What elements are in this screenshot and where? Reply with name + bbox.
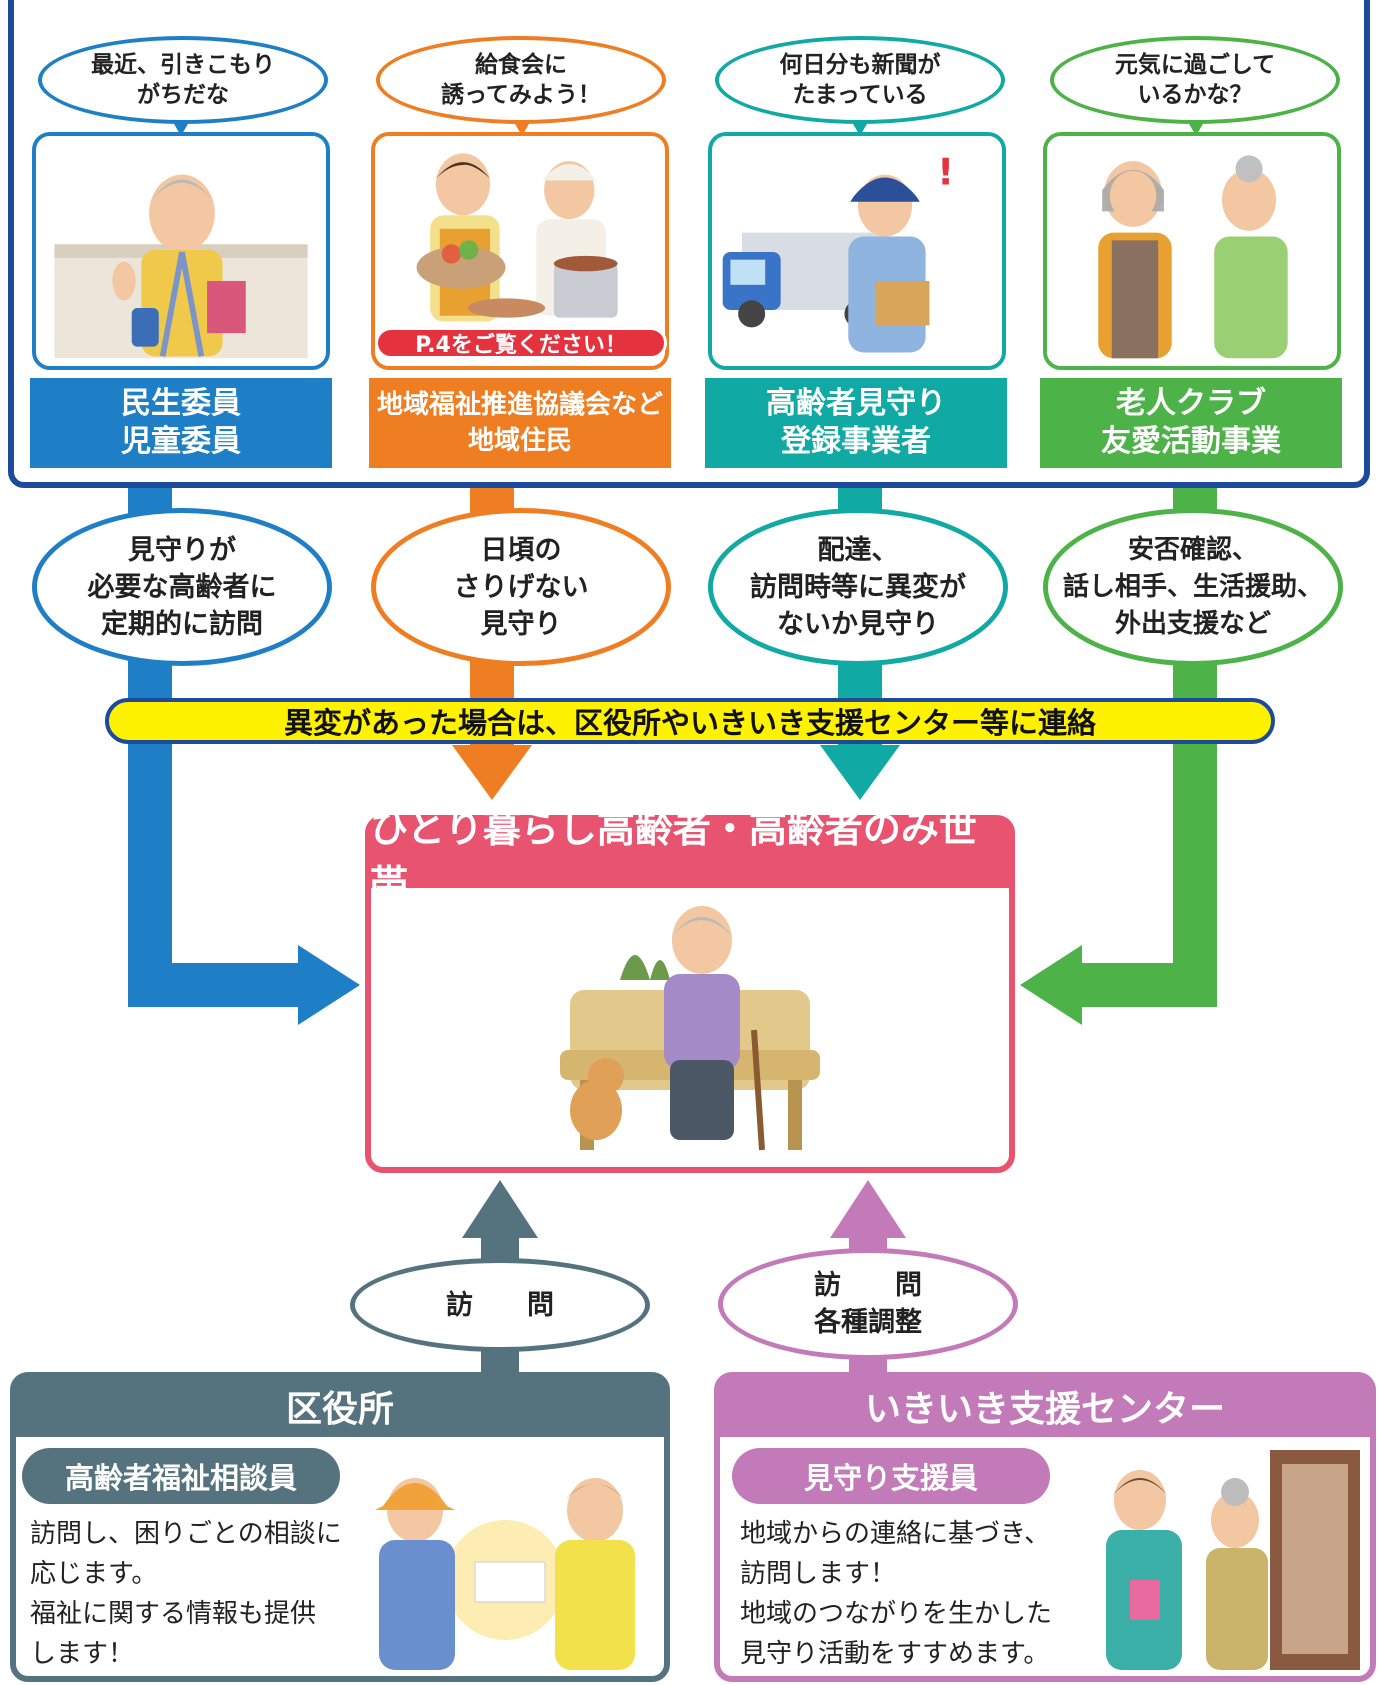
arrow-blue-head — [298, 945, 360, 1025]
delivery-worker-illustration: ! — [708, 132, 1006, 370]
oval-support-center-visit: 訪 問 各種調整 — [718, 1248, 1018, 1360]
svg-text:!: ! — [937, 150, 954, 193]
document-handover-illustration — [355, 1440, 660, 1675]
ward-office-title: 区役所 — [14, 1375, 666, 1437]
reference-banner[interactable]: P.4をご覧ください！ — [375, 327, 667, 359]
arrow-slate-head — [462, 1180, 538, 1238]
speech-bubble-delivery-worker: 何日分も新聞が たまっている — [715, 36, 1005, 124]
support-center-description: 地域からの連絡に基づき、 訪問します！ 地域のつながりを生かした 見守り活動をす… — [740, 1519, 1053, 1669]
ward-office-description: 訪問し、困りごとの相談に 応じます。 福祉に関する情報も提供 します！ — [30, 1519, 342, 1669]
contact-instruction-bar: 異変があった場合は、区役所やいきいき支援センター等に連絡 — [105, 698, 1275, 744]
watch-support-staff-pill: 見守り支援員 — [732, 1448, 1050, 1504]
elderly-friends-illustration — [1043, 132, 1341, 370]
role-label-welfare-volunteer: 民生委員 児童委員 — [30, 378, 332, 468]
speech-bubble-welfare-volunteer: 最近、引きこもり がちだな — [38, 36, 328, 124]
elderly-man-bench-dog-illustration — [540, 900, 840, 1160]
role-label-community-resident: 地域福祉推進協議会など 地域住民 — [369, 378, 671, 468]
speech-bubble-seniors-club: 元気に過ごして いるかな？ — [1050, 36, 1340, 124]
arrow-purple-head — [830, 1180, 906, 1238]
oval-registered-business: 配達、 訪問時等に異変が ないか見守り — [708, 508, 1008, 666]
home-visit-illustration — [1060, 1440, 1365, 1675]
role-label-seniors-club: 老人クラブ 友愛活動事業 — [1040, 378, 1342, 468]
oval-seniors-club: 安否確認、 話し相手、生活援助、 外出支援など — [1043, 508, 1343, 666]
role-label-registered-business: 高齢者見守り 登録事業者 — [705, 378, 1007, 468]
support-center-title: いきいき支援センター — [718, 1375, 1372, 1437]
arrow-green-head — [1020, 945, 1082, 1025]
oval-community-resident: 日頃の さりげない 見守り — [371, 508, 671, 666]
speech-bubble-community-resident: 給食会に 誘ってみよう！ — [376, 36, 666, 124]
elderly-welfare-counselor-pill: 高齢者福祉相談員 — [22, 1448, 340, 1504]
oval-ward-office-visit: 訪 問 — [350, 1258, 650, 1352]
arrow-teal-head — [820, 745, 900, 800]
arrow-orange-head — [452, 745, 532, 800]
welfare-volunteer-illustration — [32, 132, 330, 370]
oval-welfare-volunteer: 見守りが 必要な高齢者に 定期的に訪問 — [32, 508, 332, 666]
household-title: ひとり暮らし高齢者・高齢者のみ世帯 — [370, 807, 1010, 906]
